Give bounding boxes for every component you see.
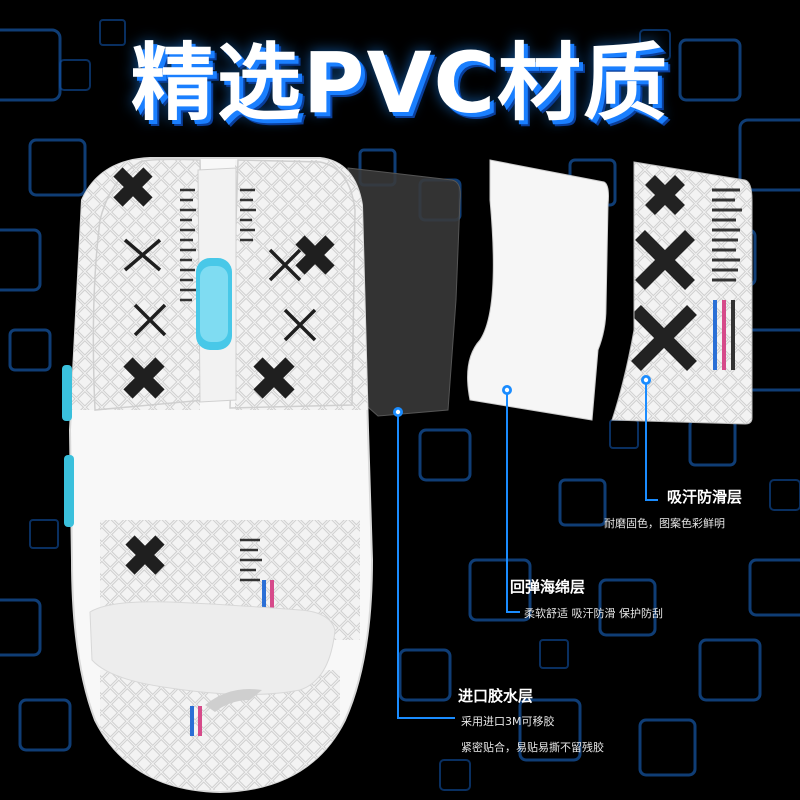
- glue-layer-title: 进口胶水层: [458, 687, 534, 705]
- mouse-body: [62, 157, 374, 794]
- sponge-connector-line: [506, 390, 520, 613]
- anti-sweat-connector-line: [645, 380, 658, 501]
- brand-logo: [205, 689, 262, 712]
- anti-sweat-layer-desc: 耐磨固色，图案色彩鲜明: [604, 517, 725, 530]
- page-title: 精选PVC材质: [130, 34, 670, 132]
- glue-layer-desc-line1: 采用进口3M可移胶: [461, 715, 555, 728]
- sponge-layer-desc: 柔软舒适 吸汗防滑 保护防刮: [524, 607, 663, 620]
- title-wrap: 精选PVC材质: [0, 18, 800, 148]
- side-button-back: [64, 455, 74, 527]
- anti-sweat-layer-title: 吸汗防滑层: [667, 488, 743, 506]
- sponge-layer-title: 回弹海绵层: [510, 578, 586, 596]
- glue-connector-line: [397, 412, 455, 719]
- side-button-forward: [62, 365, 72, 421]
- sponge-layer-sheet: [467, 159, 609, 421]
- anti-sweat-layer-sheet: [612, 162, 752, 424]
- glue-layer-desc-line2: 紧密贴合，易贴易撕不留残胶: [461, 741, 604, 754]
- glue-layer-sheet: [347, 167, 461, 417]
